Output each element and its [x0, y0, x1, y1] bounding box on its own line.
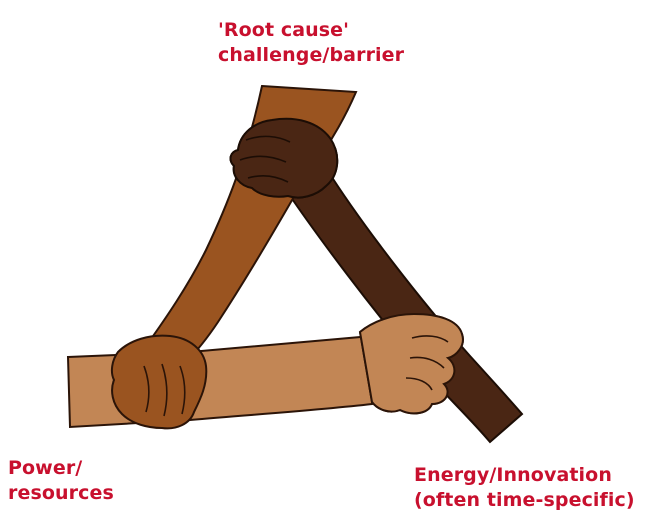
- light-hand-overlay: [360, 314, 463, 413]
- dark-hand-overlay: [231, 119, 338, 198]
